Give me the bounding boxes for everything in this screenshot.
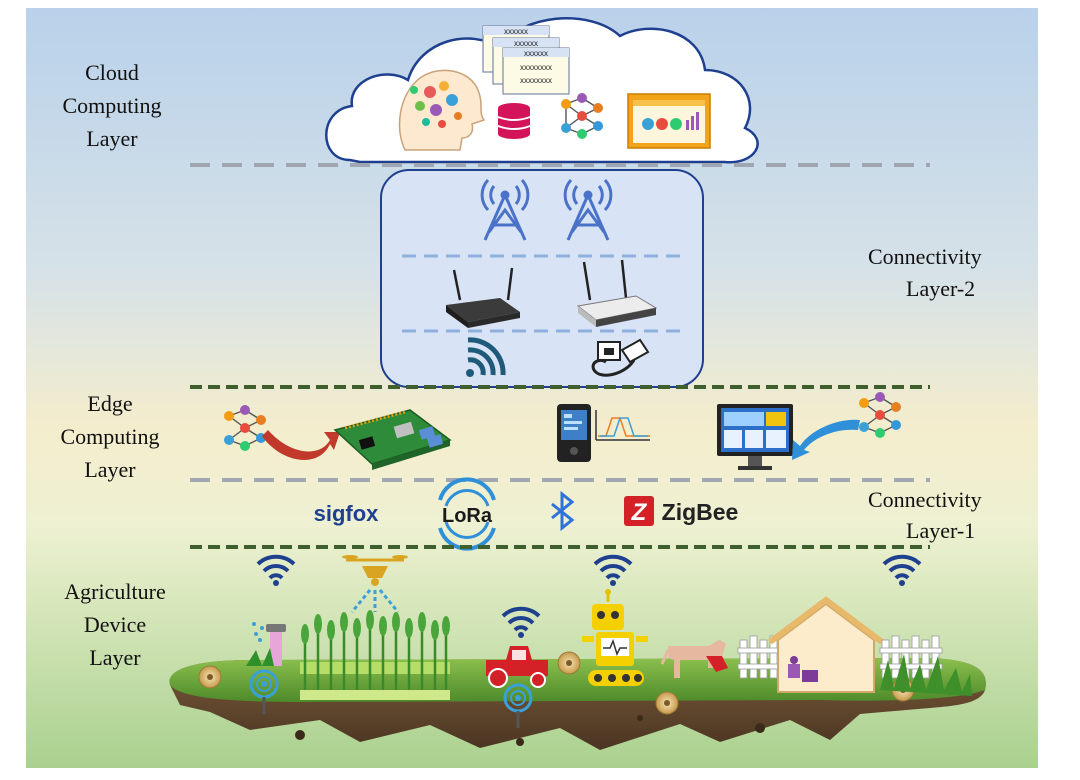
device-label-line1: Agriculture [64, 579, 165, 604]
connectivity-layer-2-box [380, 169, 704, 388]
bluetooth-icon [551, 490, 575, 532]
dashboard-screen-icon [627, 93, 711, 149]
sprinkler-icon [246, 622, 286, 666]
rfid-tag-icon-2 [557, 651, 581, 675]
cow-icon [660, 640, 728, 678]
edge-layer-label: Edge Computing Layer [60, 391, 159, 482]
neural-network-icon-edge-left [224, 405, 266, 451]
device-layer-label: Agriculture Device Layer [64, 579, 165, 670]
doc3-text-1: xxxxxx [524, 49, 548, 58]
database-icon [497, 103, 531, 139]
conn2-label-line2: Layer-2 [906, 276, 975, 301]
zigbee-logo: Z ZigBee [624, 496, 738, 526]
data-documents-icon: xxxxxx xxxxxx xxxxxx xxxxxxxx xxxxxxxx [482, 25, 570, 95]
edge-label-line2: Computing [60, 424, 159, 449]
conn1-label-line2: Layer-1 [906, 518, 975, 543]
cell-tower-icon-1 [480, 178, 530, 241]
cell-tower-icon-2 [563, 178, 613, 241]
lora-logo-text: LoRa [442, 505, 493, 527]
raspberry-pi-board-icon [333, 409, 452, 470]
neural-network-icon-edge-right [859, 392, 901, 438]
wifi-icon-2 [593, 554, 633, 586]
zigbee-logo-text: ZigBee [662, 499, 739, 525]
fence-left [737, 635, 783, 679]
deploy-arrow-left [262, 430, 340, 460]
neural-network-icon [561, 93, 603, 139]
connectivity-layer-2-label: Connectivity Layer-2 [868, 244, 982, 301]
doc3-text-2: xxxxxxxx [520, 63, 552, 72]
cloud-label-line2: Computing [62, 93, 161, 118]
device-label-line2: Device [84, 612, 146, 637]
edge-label-line1: Edge [87, 391, 132, 416]
router-icon-2 [576, 259, 658, 327]
wifi-icon-1 [256, 554, 296, 586]
cloud-layer-label: Cloud Computing Layer [62, 60, 161, 151]
farm-house-icon [768, 596, 884, 693]
router-icon-1 [446, 267, 520, 328]
conn1-label-line1: Connectivity [868, 487, 982, 512]
sigfox-logo-text: sigfox [314, 501, 380, 526]
edge-label-line3: Layer [84, 457, 136, 482]
tractor-icon [486, 646, 548, 688]
wheat-crop-field [300, 610, 450, 700]
monitor-dashboard-icon [717, 404, 793, 470]
lora-logo: LoRa [438, 477, 496, 551]
ai-brain-icon [398, 69, 486, 151]
connectivity-layer-1-label: Connectivity Layer-1 [868, 487, 982, 543]
drone-icon [342, 555, 408, 613]
signal-waveform-icon [595, 410, 650, 441]
grass-tuft-right [880, 654, 972, 696]
cloud-label-line3: Layer [86, 126, 138, 151]
doc3-text-3: xxxxxxxx [520, 76, 552, 85]
sensor-icon-2 [503, 683, 533, 728]
fence-right [879, 635, 943, 679]
zigbee-mark-text: Z [631, 499, 648, 526]
wifi-icon-3 [882, 554, 922, 586]
wifi-icon-tractor [501, 606, 541, 638]
agriculture-robot-icon [582, 589, 648, 686]
cloud-label-line1: Cloud [85, 60, 139, 85]
device-label-line3: Layer [89, 645, 141, 670]
sensor-icon-1 [249, 669, 279, 714]
rfid-tag-icon-1 [198, 665, 222, 689]
conn2-label-line1: Connectivity [868, 244, 982, 269]
doc2-text: xxxxxx [514, 39, 538, 48]
handheld-device-icon [557, 404, 591, 462]
wifi-signal-icon [466, 337, 506, 377]
rfid-tag-icon-3 [655, 691, 679, 715]
doc1-text: xxxxxx [504, 27, 528, 36]
deploy-arrow-right [792, 419, 860, 460]
ethernet-cable-icon [591, 338, 650, 377]
